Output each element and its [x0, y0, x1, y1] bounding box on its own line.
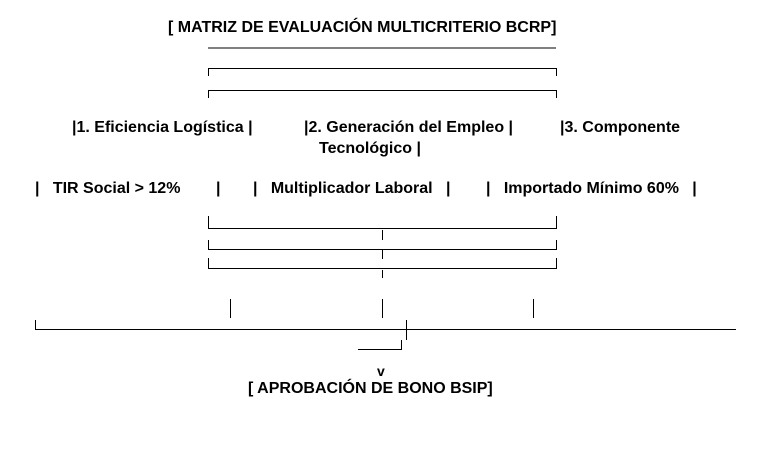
criterion-2-line2: Tecnológico |: [319, 140, 421, 157]
matrix-title: [ MATRIZ DE EVALUACIÓN MULTICRITERIO BCR…: [168, 19, 557, 36]
criterion-3: |3. Componente: [560, 119, 681, 136]
criterion-1: |1. Eficiencia Logística |: [72, 119, 253, 136]
baseline: [35, 320, 736, 350]
approval-result: [ APROBACIÓN DE BONO BSIP]: [248, 380, 493, 397]
threshold-tir: | TIR Social > 12% |: [35, 180, 221, 197]
criterion-2-line1: |2. Generación del Empleo |: [304, 119, 514, 136]
lower-brackets: [208, 216, 557, 278]
threshold-multiplicador: | Multiplicador Laboral |: [253, 180, 451, 197]
threshold-importado: | Importado Mínimo 60% |: [486, 180, 697, 197]
baseline-ticks: [230, 299, 534, 318]
down-arrow: v: [377, 363, 385, 379]
top-brackets: [208, 47, 557, 98]
